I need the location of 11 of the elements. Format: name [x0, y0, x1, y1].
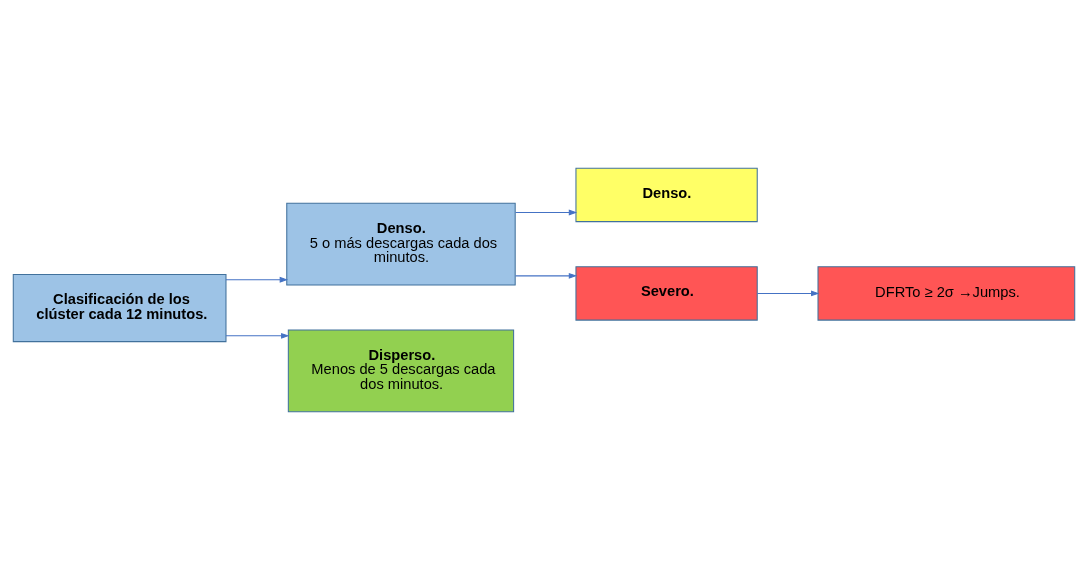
node-box: Denso.: [575, 167, 758, 222]
node-box: DFRTo ≥ 2σ →Jumps.: [817, 265, 1076, 321]
arrow: [225, 276, 289, 283]
arrow: [515, 209, 578, 215]
node-box: Severo.: [575, 265, 758, 321]
arrow: [515, 272, 578, 279]
arrow: [225, 332, 290, 339]
node-box: Disperso. Menos de 5 descargas cada dos minutos.: [287, 329, 515, 412]
node-box: Denso. 5 o más descargas cada dos minutos.: [286, 202, 516, 286]
arrow: [756, 289, 820, 296]
node-box: Clasificación de los clúster cada 12 minutos.: [12, 273, 227, 342]
